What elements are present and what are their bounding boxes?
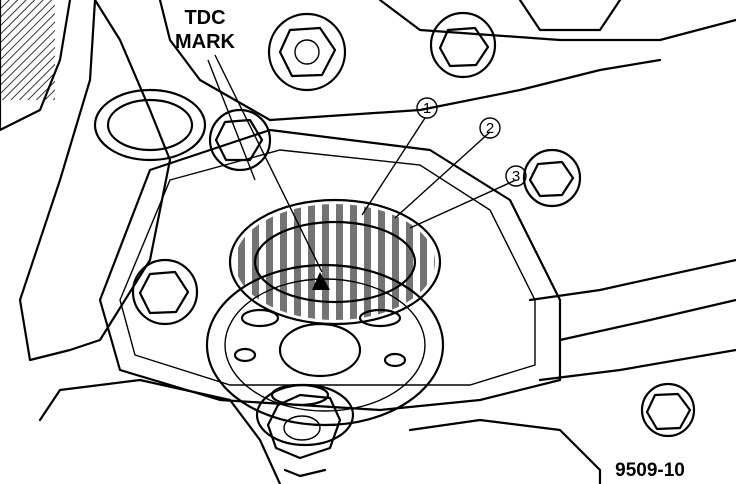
callout-2-label: 2 xyxy=(486,120,494,137)
crankshaft-sprocket xyxy=(228,198,442,326)
bolt-top-center xyxy=(267,12,347,92)
bolt-top-right xyxy=(429,11,497,79)
tdc-leader-lines xyxy=(207,54,323,273)
hatched-casting-left xyxy=(0,0,55,100)
oring-seal xyxy=(93,88,207,162)
figure-number: 9509-10 xyxy=(615,460,685,481)
callout-leaders xyxy=(361,117,517,229)
callout-1: 1 xyxy=(416,97,438,119)
bolt-right-upper xyxy=(522,148,582,208)
tdc-label-line1: TDC xyxy=(184,7,225,29)
callout-1-label: 1 xyxy=(423,100,431,117)
bolt-lower-right xyxy=(640,382,696,438)
callout-3-label: 3 xyxy=(512,168,520,185)
tdc-mark-triangle xyxy=(312,272,330,290)
callout-2: 2 xyxy=(479,117,501,139)
crankshaft-hub xyxy=(205,263,445,427)
timing-cover-plate xyxy=(98,128,562,412)
crankshaft-bolt xyxy=(255,383,355,478)
bolt-upper-left xyxy=(208,108,272,172)
callout-3: 3 xyxy=(505,165,527,187)
bolt-left-middle xyxy=(131,258,199,326)
tdc-label-line2: MARK xyxy=(175,31,236,53)
